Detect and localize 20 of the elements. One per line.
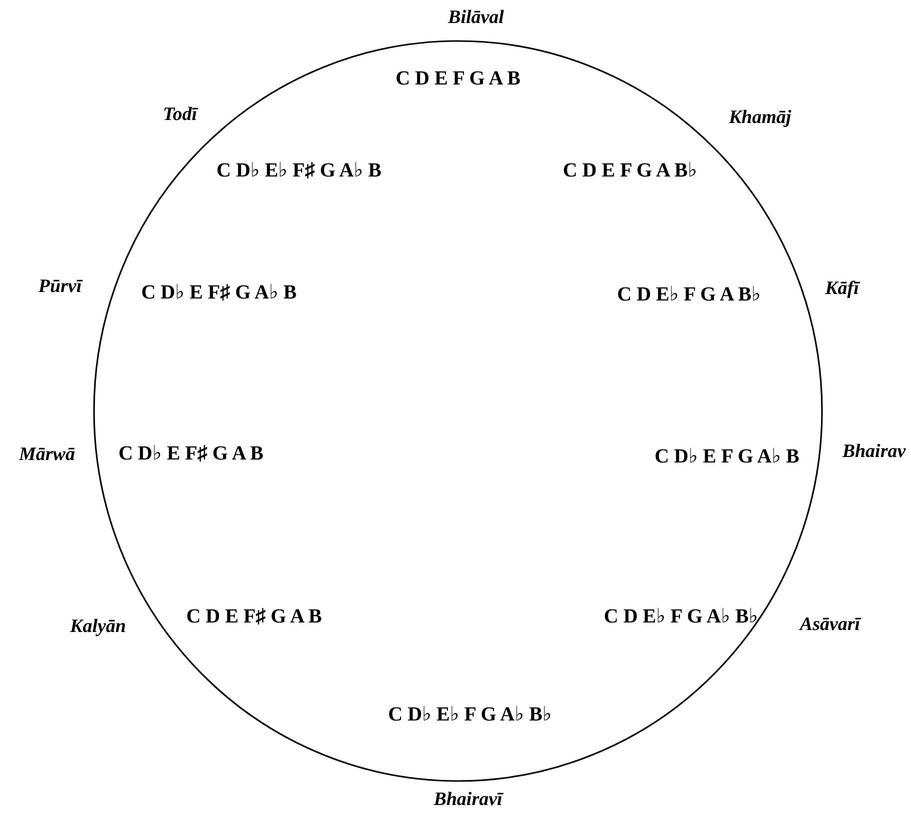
scale-notes: C D E F G A B xyxy=(396,68,520,90)
raga-name: Mārwā xyxy=(19,444,75,466)
raga-name: Kāfī xyxy=(825,278,859,300)
scale-notes: C D E F♯ G A B xyxy=(186,606,322,628)
scale-notes: C D♭ E F G A♭ B xyxy=(654,444,800,468)
raga-name: Todī xyxy=(162,104,198,126)
scale-notes: C D E F G A B♭ xyxy=(562,158,698,182)
scale-notes: C D E♭ F G A♭ B♭ xyxy=(604,604,758,628)
raga-name: Asāvarī xyxy=(800,614,860,636)
raga-name: Bhairavī xyxy=(434,789,502,811)
raga-name: Bilāval xyxy=(448,7,504,29)
raga-name: Khamāj xyxy=(728,107,792,129)
scale-notes: C D E♭ F G A B♭ xyxy=(617,282,761,306)
scale-notes: C D♭ E♭ F G A♭ B♭ xyxy=(388,702,552,726)
raga-name: Bhairav xyxy=(842,441,906,463)
scale-notes: C D♭ E F♯ G A♭ B xyxy=(141,280,297,304)
scale-notes: C D♭ E♭ F♯ G A♭ B xyxy=(216,158,382,182)
raga-name: Kalyān xyxy=(70,616,126,638)
scale-notes: C D♭ E F♯ G A B xyxy=(118,442,264,466)
raga-name: Pūrvī xyxy=(38,276,82,298)
